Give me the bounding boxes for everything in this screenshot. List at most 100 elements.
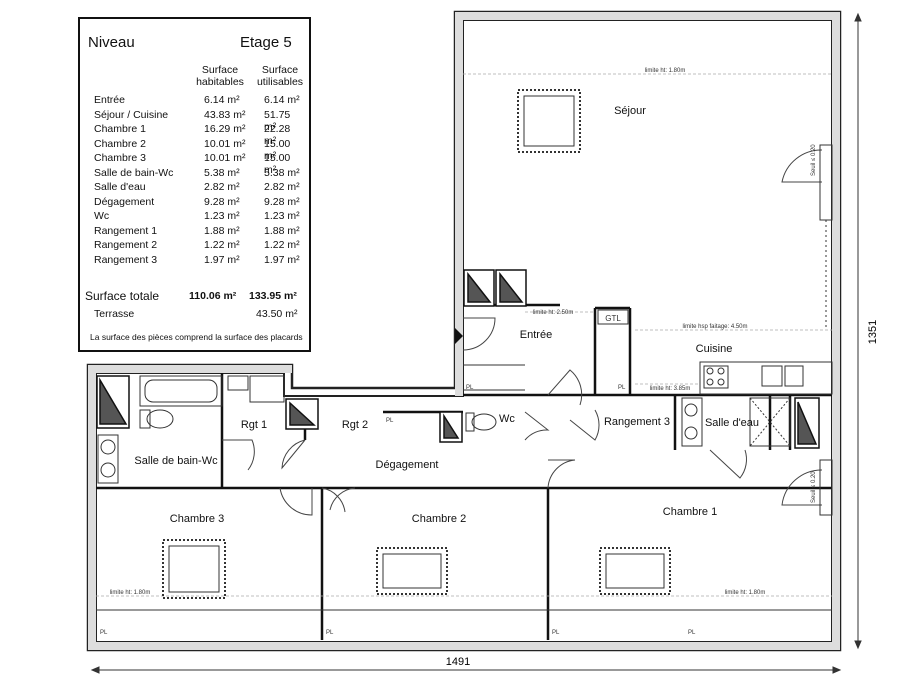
total-row: Surface totale 110.06 m² 133.95 m² [85,289,310,303]
pl-label-7: PL [386,418,394,424]
table-row: Salle d'eau 2.82 m² 2.82 m² [94,181,304,195]
doors [222,149,823,516]
room-label-salle-deau: Salle d'eau [705,417,759,429]
table-row: Salle de bain-Wc 5.38 m² 5.38 m² [94,167,304,181]
row-room-name: Dégagement [94,195,155,208]
room-label-cuisine: Cuisine [696,343,733,355]
pl-label-5: PL [466,385,474,391]
table-row: Rangement 2 1.22 m² 1.22 m² [94,239,304,253]
table-row: Rangement 3 1.97 m² 1.97 m² [94,254,304,268]
row-room-name: Chambre 3 [94,152,146,164]
row-room-name: Chambre 2 [94,137,146,150]
row-room-name: Rangement 1 [94,224,158,237]
row-habitable: 9.28 m² [204,195,240,208]
row-habitable: 10.01 m² [204,152,246,164]
total-habitable: 110.06 m² [189,290,237,302]
table-row: Chambre 3 10.01 m² 15.00 m² [94,152,304,176]
table-row: Dégagement 9.28 m² 9.28 m² [94,196,304,210]
limit-label-chambre1: limite ht: 1.80m [725,590,766,596]
col-header-habitable-line1: Surface [201,64,239,76]
walls [86,10,842,652]
room-label-chambre2: Chambre 2 [412,513,466,525]
col-header-utilisable: Surface utilisables [250,64,310,88]
seuil-label-1: Seuil ≤ 0.20 [811,144,817,176]
col-header-habitable: Surface habitables [190,64,250,88]
row-utilisable: 9.28 m² [264,195,300,208]
row-habitable: 16.29 m² [204,123,246,135]
dimension-width: 1491 [446,656,470,668]
room-label-degagement: Dégagement [376,459,439,471]
pl-label-4: PL [688,630,696,636]
room-label-wc: Wc [499,413,515,425]
room-label-rgt2: Rgt 2 [342,419,368,431]
skylights [162,89,671,599]
dimension-lines [90,12,862,674]
row-utilisable: 5.38 m² [264,166,300,179]
total-label: Surface totale [85,289,160,303]
row-habitable: 1.23 m² [204,210,240,222]
col-header-habitable-line2: habitables [196,76,244,88]
row-room-name: Entrée [94,94,125,106]
row-habitable: 43.83 m² [204,108,246,121]
room-label-sejour: Séjour [614,105,646,117]
col-header-utilisable-line1: Surface [261,64,299,76]
storage-lines [96,364,832,611]
row-room-name: Séjour / Cuisine [94,108,169,121]
table-row: Entrée 6.14 m² 6.14 m² [94,94,304,108]
room-label-entree: Entrée [520,329,552,341]
row-habitable: 2.82 m² [204,181,240,193]
table-row: Chambre 2 10.01 m² 15.00 m² [94,137,304,162]
row-room-name: Rangement 3 [94,253,158,266]
room-label-chambre1: Chambre 1 [663,506,717,518]
row-room-name: Salle de bain-Wc [94,166,174,179]
row-habitable: 5.38 m² [204,166,240,179]
limit-label-entree: limite ht: 2.50m [533,310,574,316]
row-utilisable: 15.00 m² [264,137,291,162]
row-room-name: Wc [94,210,110,222]
terrace-row: Terrasse 43.50 m² [94,308,304,322]
row-habitable: 6.14 m² [204,94,240,106]
row-utilisable: 1.97 m² [264,253,300,266]
room-label-rangement3: Rangement 3 [604,416,670,428]
limit-label-sejour: limite ht: 1.80m [645,68,686,74]
terrace-value: 43.50 m² [256,308,298,320]
fixtures [97,309,833,484]
table-title: Niveau [88,34,135,51]
terrace-label: Terrasse [94,308,135,320]
room-label-chambre3: Chambre 3 [170,513,224,525]
surface-table: Niveau Etage 5 Surface habitables Surfac… [78,17,311,352]
row-utilisable: 15.00 m² [264,152,291,176]
col-header-utilisable-line2: utilisables [256,76,304,88]
limit-label-chambre3: limite ht: 1.80m [110,590,151,596]
table-level: Etage 5 [240,34,292,51]
room-label-sdb: Salle de bain-Wc [134,455,218,467]
terrace-openings [819,144,833,516]
row-habitable: 1.22 m² [204,239,240,251]
row-utilisable: 1.22 m² [264,239,300,251]
row-room-name: Chambre 1 [94,123,146,135]
pl-label-1: PL [100,630,108,636]
row-utilisable: 6.14 m² [264,94,300,106]
dimension-height: 1351 [867,320,879,344]
seuil-label-2: Seuil ≤ 0.20 [811,471,817,503]
row-room-name: Salle d'eau [94,181,146,193]
row-room-name: Rangement 2 [94,239,158,251]
gtl-label: GTL [605,314,621,323]
limit-label-faitage: limite hsp faitage: 4.50m [682,324,747,330]
row-utilisable: 2.82 m² [264,181,300,193]
room-labels: Séjour Entrée Cuisine Rgt 1 Rgt 2 Wc Ran… [134,105,759,525]
pl-label-3: PL [552,630,560,636]
row-habitable: 1.97 m² [204,253,240,266]
limit-label-cuisine: limite ht: 3.85m [650,386,691,392]
height-limit-lines [96,73,832,597]
pl-label-6: PL [618,385,626,391]
pl-label-2: PL [326,630,334,636]
room-label-rgt1: Rgt 1 [241,419,267,431]
table-note: La surface des pièces comprend la surfac… [90,332,303,342]
row-habitable: 1.88 m² [204,224,240,237]
